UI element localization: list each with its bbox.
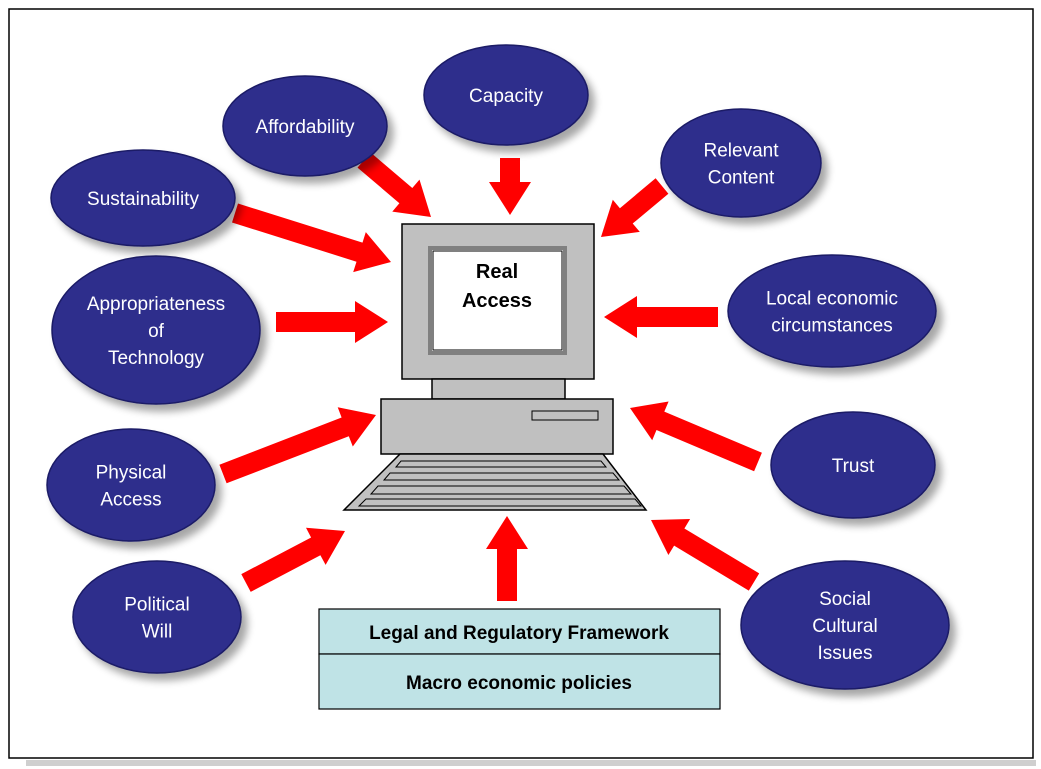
- oval-affordability: Affordability: [222, 75, 388, 177]
- computer-icon: Real Access: [342, 223, 648, 511]
- oval-shape: [222, 75, 388, 177]
- arrow-8: [241, 527, 345, 592]
- oval-label: Physical: [96, 463, 167, 484]
- oval-trust: Trust: [770, 411, 936, 519]
- oval-shape: [660, 108, 822, 218]
- oval-shape: [51, 255, 261, 405]
- monitor-stand: [431, 378, 566, 400]
- oval-label: Local economic: [766, 289, 898, 310]
- oval-label: Sustainability: [87, 189, 199, 210]
- foundation-top-label: Legal and Regulatory Framework: [369, 623, 669, 644]
- oval-sustainability: Sustainability: [50, 149, 236, 247]
- oval-label: Content: [708, 168, 775, 189]
- drive-slot: [531, 410, 599, 421]
- oval-label: Access: [100, 490, 161, 511]
- oval-label: Affordability: [256, 117, 355, 138]
- foundation-box: Legal and Regulatory Framework Macro eco…: [318, 608, 721, 710]
- arrow-7: [219, 407, 376, 484]
- foundation-bottom-label: Macro economic policies: [406, 673, 632, 694]
- arrow-2: [489, 158, 531, 215]
- frame-bottom-shadow: [26, 760, 1036, 766]
- arrow-10: [486, 516, 528, 601]
- foundation-top: [318, 608, 721, 655]
- oval-label: Capacity: [469, 86, 543, 107]
- keyboard: [342, 453, 648, 511]
- oval-capacity: Capacity: [423, 44, 589, 146]
- oval-shape: [740, 560, 950, 690]
- oval-label: Issues: [818, 643, 873, 664]
- arrow-6: [276, 301, 388, 343]
- oval-label: Social: [819, 589, 871, 610]
- foundation-bottom: [318, 653, 721, 710]
- oval-label: Appropriateness: [87, 294, 225, 315]
- oval-shape: [727, 254, 937, 368]
- oval-label: Trust: [832, 456, 875, 477]
- oval-shape: [423, 44, 589, 146]
- cpu-case: [380, 398, 614, 455]
- arrow-1: [357, 152, 431, 217]
- oval-shape: [770, 411, 936, 519]
- arrow-9: [630, 401, 762, 472]
- oval-label: Cultural: [812, 616, 877, 637]
- oval-label: of: [148, 321, 165, 342]
- factor-ovals: Affordability CapacityRelevantContentSust…: [46, 44, 950, 690]
- oval-label: circumstances: [771, 316, 892, 337]
- arrow-11: [651, 519, 760, 591]
- arrows-group: [219, 152, 762, 601]
- oval-shape: [46, 428, 216, 542]
- arrow-5: [604, 296, 718, 338]
- screen-line-2: Access: [462, 290, 532, 312]
- oval-shape: [50, 149, 236, 247]
- oval-label: Will: [142, 622, 173, 643]
- oval-local-economic-circumstances: Local economic circumstances: [727, 254, 937, 368]
- arrow-3: [601, 178, 669, 237]
- arrow-4: [232, 203, 391, 273]
- oval-shape: [72, 560, 242, 674]
- screen-line-1: Real: [476, 261, 518, 283]
- oval-label: Relevant: [704, 141, 780, 162]
- oval-label: Political: [124, 595, 189, 616]
- oval-label: Technology: [108, 348, 205, 369]
